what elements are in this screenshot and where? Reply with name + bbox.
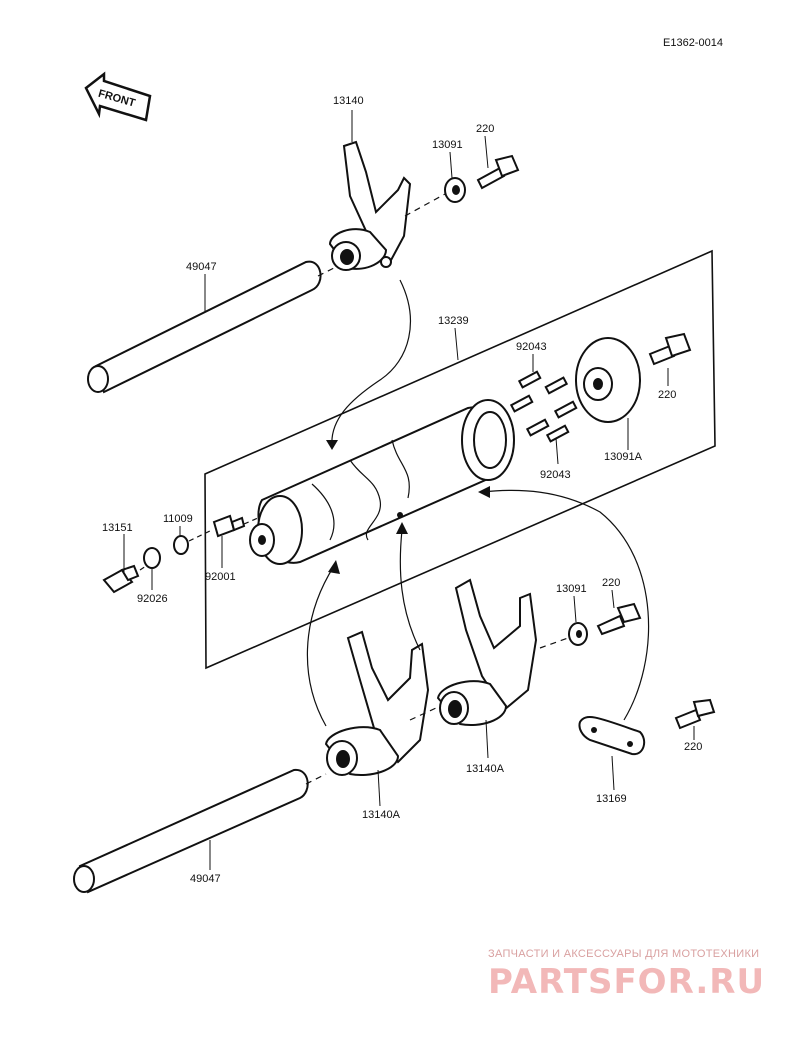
label-13091-top: 13091 <box>432 139 463 151</box>
bolt-92001 <box>212 514 246 538</box>
bolt-220-bottom <box>674 698 716 730</box>
washer-13091-mid <box>568 622 588 646</box>
shift-fork-13140A-left <box>324 630 430 776</box>
shift-rod-49047-top <box>87 260 322 394</box>
drawing-code: E1362-0014 <box>663 37 723 49</box>
shift-fork-13140 <box>328 140 412 271</box>
label-220-mid: 220 <box>602 577 620 589</box>
bolt-220-top <box>476 154 520 190</box>
label-92001: 92001 <box>205 571 236 583</box>
neutral-switch-13151 <box>102 564 140 594</box>
label-92043-top: 92043 <box>516 341 547 353</box>
label-13239: 13239 <box>438 315 469 327</box>
stopper-plate-13169 <box>578 716 646 756</box>
washer-92026 <box>143 547 161 569</box>
watermark-tagline: ЗАПЧАСТИ И АКСЕССУАРЫ ДЛЯ МОТОТЕХНИКИ <box>488 948 760 960</box>
label-13091A: 13091A <box>604 451 643 463</box>
front-arrow-icon: FRONT <box>84 71 152 122</box>
watermark-logo: PARTSFOR.RU <box>488 962 766 1002</box>
shift-drum-13239 <box>249 399 515 565</box>
label-92026: 92026 <box>137 593 168 605</box>
cam-plate-13091A <box>575 337 641 423</box>
label-220-top: 220 <box>476 123 494 135</box>
bolt-220-right <box>648 332 692 366</box>
label-13151: 13151 <box>102 522 133 534</box>
label-220-right: 220 <box>658 389 676 401</box>
drum-housing-outline <box>204 249 716 670</box>
shift-fork-13140A-right <box>436 578 538 726</box>
label-13140A-right: 13140A <box>466 763 505 775</box>
washer-11009 <box>173 535 189 555</box>
leader-lines <box>123 110 695 870</box>
bolt-220-mid <box>596 602 642 636</box>
pins-92043 <box>509 370 578 443</box>
label-13140: 13140 <box>333 95 364 107</box>
label-49047-bottom: 49047 <box>190 873 221 885</box>
washer-13091-top <box>444 177 466 203</box>
label-13140A-left: 13140A <box>362 809 401 821</box>
label-11009: 11009 <box>163 513 193 525</box>
label-49047-top: 49047 <box>186 261 217 273</box>
label-220-bottom: 220 <box>684 741 702 753</box>
label-13091-mid: 13091 <box>556 583 587 595</box>
label-92043-bottom: 92043 <box>540 469 571 481</box>
label-13169: 13169 <box>596 793 627 805</box>
